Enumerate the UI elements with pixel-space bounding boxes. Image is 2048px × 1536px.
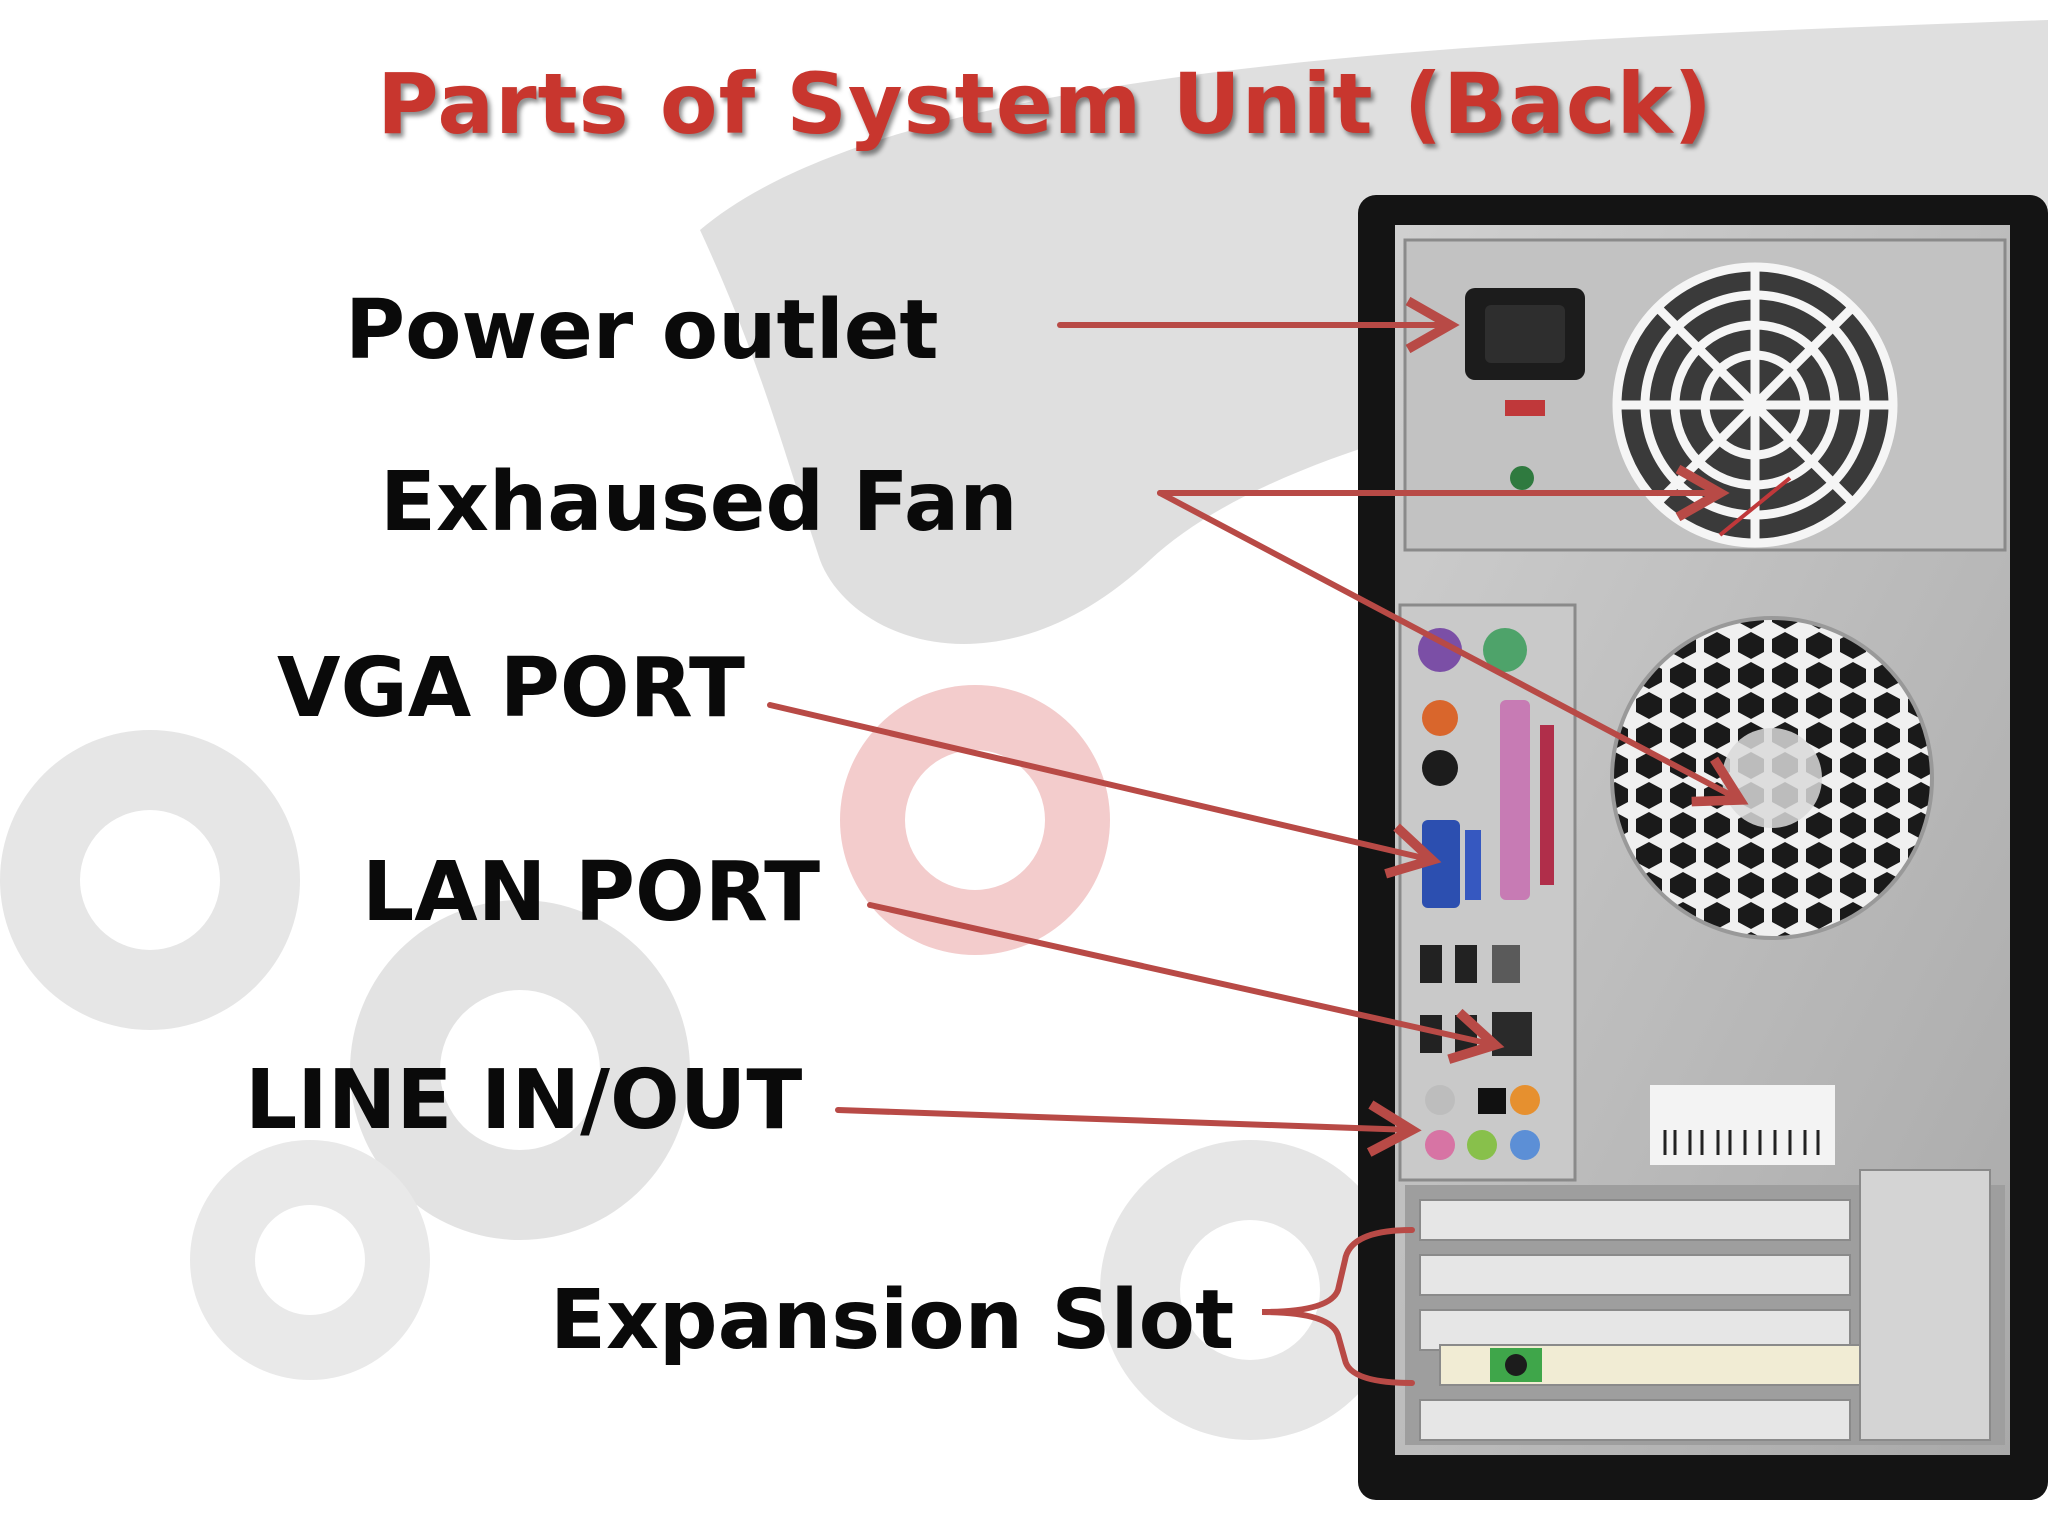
gear-bottom-left <box>190 1140 430 1380</box>
audio-optical <box>1478 1088 1506 1114</box>
usb-port-3 <box>1420 1015 1442 1053</box>
barcode-lines <box>1663 1130 1820 1155</box>
gear-left <box>0 730 300 1030</box>
gear-lower-middle <box>1100 1140 1400 1440</box>
power-socket-inner <box>1485 305 1565 363</box>
slot-retainer <box>1859 1169 1991 1441</box>
label-power-outlet: Power outlet <box>345 283 939 378</box>
audio-jack-green <box>1467 1130 1497 1160</box>
label-line-in-out: LINE IN/OUT <box>245 1053 803 1148</box>
label-exhaust-fan: Exhaused Fan <box>380 455 1018 550</box>
voltage-switch <box>1505 400 1545 416</box>
psu-led <box>1510 466 1534 490</box>
ps2-keyboard-port <box>1483 628 1527 672</box>
spdif-port <box>1422 700 1458 736</box>
gear-red <box>840 685 1110 955</box>
arrow-lan-port <box>867 902 1505 1064</box>
slot-cover-2 <box>1419 1254 1851 1296</box>
slot-cover-4 <box>1419 1399 1851 1441</box>
parallel-port <box>1500 700 1530 900</box>
ps2-mouse-port <box>1418 628 1462 672</box>
slot-cover-3 <box>1419 1309 1851 1351</box>
arrow-line-in-out <box>835 1100 1422 1157</box>
audio-jack-gray <box>1425 1085 1455 1115</box>
expansion-card-connector <box>1505 1354 1527 1376</box>
usb-port-1 <box>1420 945 1442 983</box>
psu-fan-blade-mark <box>1718 476 1792 537</box>
audio-jack-blue <box>1510 1130 1540 1160</box>
slide-title: Parts of System Unit (Back) <box>377 55 1713 153</box>
arrow-vga-port <box>767 702 1442 879</box>
label-vga-port: VGA PORT <box>277 641 745 736</box>
slot-cover-1 <box>1419 1199 1851 1241</box>
arrow-fan-lower <box>1157 490 1749 807</box>
label-expansion-slot: Expansion Slot <box>550 1273 1235 1368</box>
expansion-slot-brace <box>1261 1227 1415 1386</box>
audio-jack-orange <box>1510 1085 1540 1115</box>
gear-center <box>350 900 690 1240</box>
vga-connector-side <box>1465 830 1481 900</box>
usb-port-2 <box>1455 945 1477 983</box>
firewire-port <box>1492 945 1520 983</box>
serial-port <box>1540 725 1554 885</box>
audio-jack-pink <box>1425 1130 1455 1160</box>
svideo-port <box>1422 750 1458 786</box>
label-lan-port: LAN PORT <box>362 845 821 940</box>
